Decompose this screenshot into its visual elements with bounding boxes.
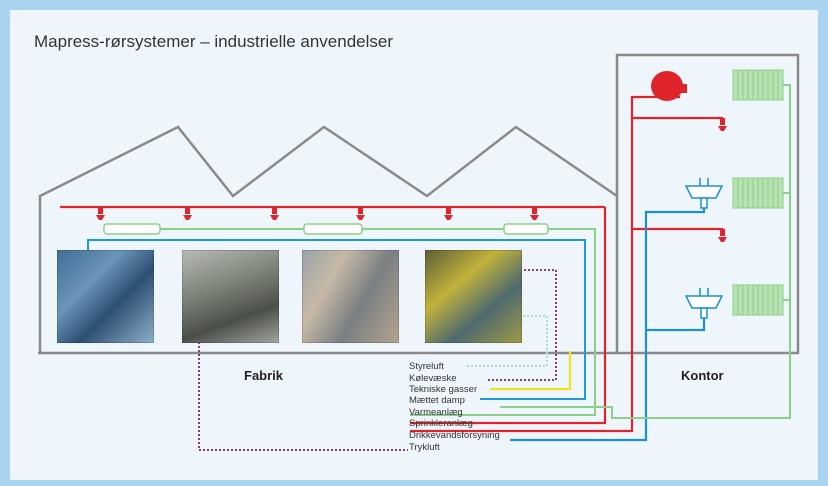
sprinkler-icon (356, 207, 365, 220)
legend-varmeanlaeg: Varmeanlæg (409, 407, 463, 418)
sprinkler-icon (183, 207, 192, 220)
legend-tekniske-gasser: Tekniske gasser (409, 384, 478, 395)
sprinkler-heads (96, 118, 727, 242)
factory-outline (38, 125, 618, 353)
factory-photo-4 (425, 250, 522, 343)
factory-photo-2 (182, 250, 279, 343)
sprinkler-icon (96, 207, 105, 220)
legend-styreluft: Styreluft (409, 361, 444, 372)
legend-maettet-damp: Mættet damp (409, 395, 465, 406)
legend-drikkevandsforsyning: Drikkevandsforsyning (409, 430, 500, 441)
heater-icon (503, 223, 549, 235)
boiler-icon (651, 71, 687, 101)
office-label: Kontor (681, 368, 724, 383)
sprinkler-icon (718, 229, 727, 242)
sprinkler-icon (718, 118, 727, 131)
legend-koelevaeske: Kølevæske (409, 373, 457, 384)
legend-trykluft: Trykluft (409, 442, 440, 453)
factory-heaters (103, 223, 549, 235)
factory-photo-3 (302, 250, 399, 343)
radiator-icon (732, 177, 784, 209)
radiator-icon (732, 284, 784, 316)
sprinkler-icon (270, 207, 279, 220)
factory-label: Fabrik (244, 368, 284, 383)
heater-icon (103, 223, 161, 235)
radiators (732, 69, 784, 316)
sink-icon (684, 178, 724, 209)
sink-icon (684, 288, 724, 319)
legend-sprinkleranlaeg: Sprinkleranlæg (409, 418, 473, 429)
page-title: Mapress-rørsystemer – industrielle anven… (34, 32, 394, 51)
heater-icon (303, 223, 363, 235)
sprinkler-icon (444, 207, 453, 220)
factory-photo-1 (57, 250, 154, 343)
sprinkler-icon (530, 207, 539, 220)
office-outline (615, 53, 800, 355)
radiator-icon (732, 69, 784, 101)
